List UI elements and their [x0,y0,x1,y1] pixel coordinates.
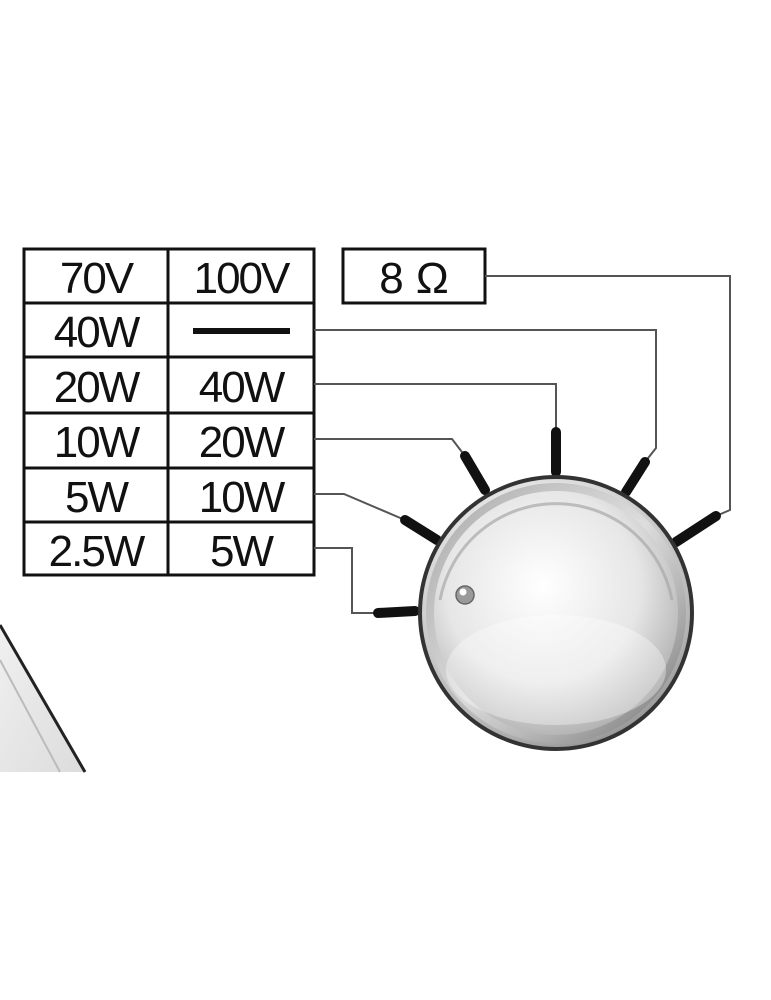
selector-knob [418,475,694,751]
terminal-pins [373,427,721,618]
header-100v: 100V [194,254,291,303]
knob-indicator-dot [455,585,475,605]
row-4-100v: 10W [199,473,286,522]
pin-row-3 [460,451,490,495]
panel-corner [0,624,87,773]
connector-wires [314,275,731,614]
row-2-70v: 20W [54,363,141,412]
wire-8ohm [485,275,731,517]
wire-row-4 [314,493,406,521]
row-3-70v: 10W [54,418,141,467]
wire-row-2 [314,383,557,430]
row-2-100v: 40W [199,363,286,412]
row-3-100v: 20W [199,418,286,467]
wire-row-3 [314,438,466,457]
pin-row-4 [400,515,442,545]
impedance-label: 8 Ω [379,254,449,303]
pin-row-5 [373,606,420,618]
row-5-100v: 5W [210,527,274,576]
header-70v: 70V [60,254,135,303]
row-1-70v: 40W [54,308,141,357]
wire-row-1 [314,329,657,463]
power-tap-table: 70V 100V 40W 20W 40W 10W 20W 5W 10W 2.5W… [22,247,316,577]
row-5-70v: 2.5W [49,527,146,576]
pin-8ohm [671,511,721,547]
pin-row-1 [621,457,650,497]
impedance-label-box: 8 Ω [341,247,487,305]
wire-row-5 [314,547,378,614]
row-4-70v: 5W [65,473,129,522]
